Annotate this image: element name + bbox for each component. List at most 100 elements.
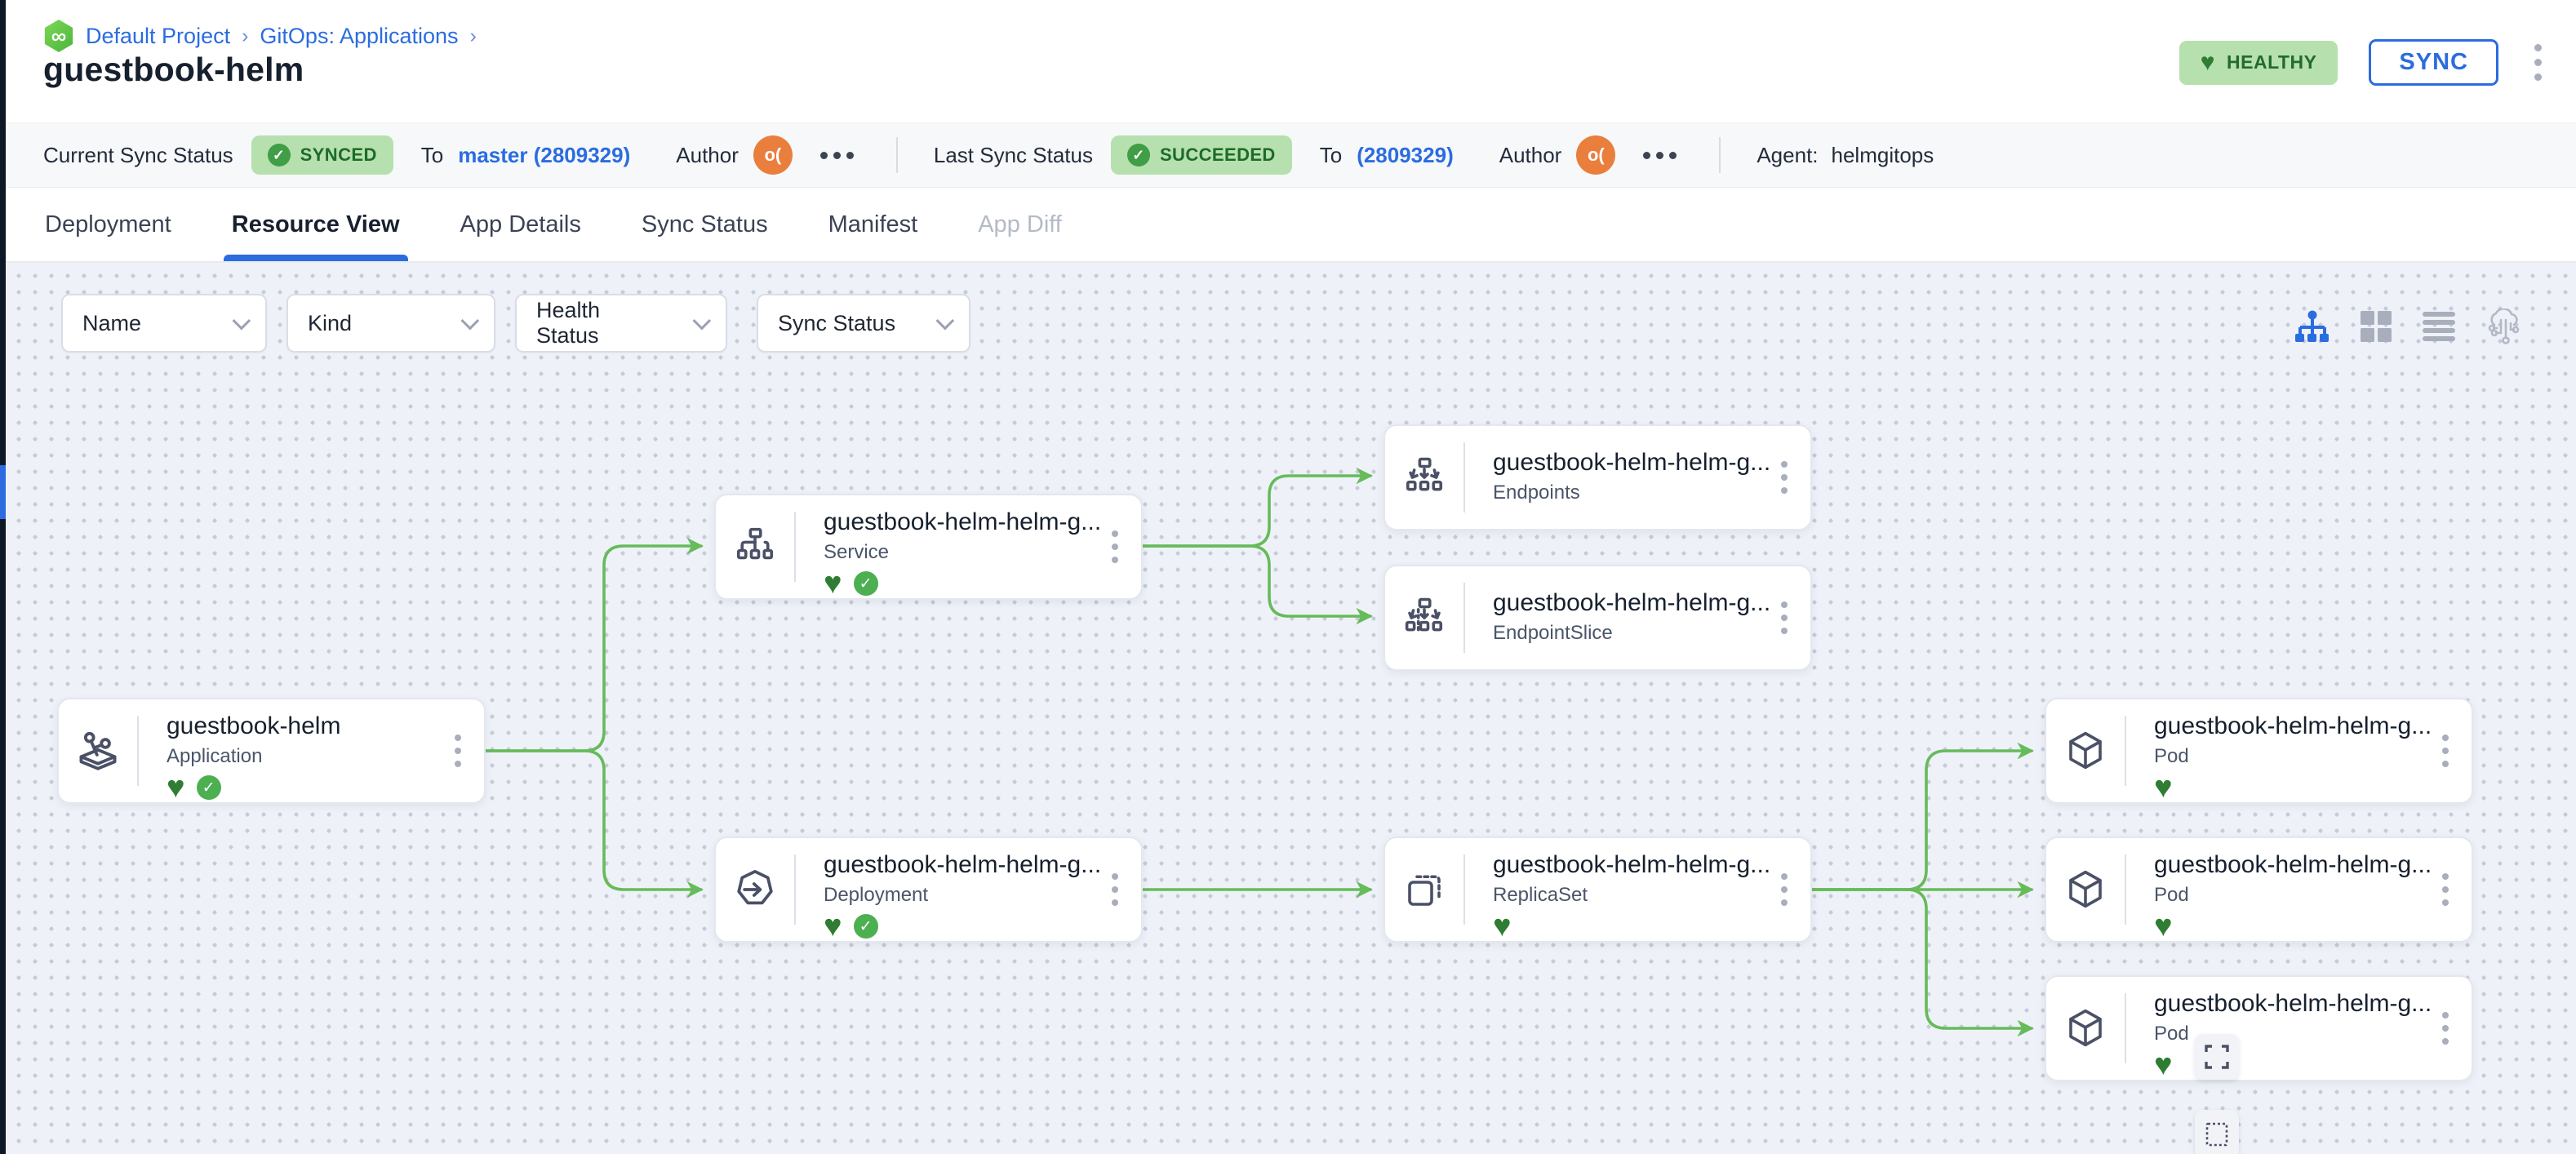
resource-graph-canvas[interactable]: Name Kind Health Status Sync Status xyxy=(6,263,2576,1154)
node-kind: Endpoints xyxy=(1493,482,1580,504)
deployment-icon xyxy=(737,869,773,905)
node-title: guestbook-helm-helm-g... xyxy=(1493,449,1771,476)
node-deployment[interactable]: guestbook-helm-helm-g... Deployment ♥ ✓ xyxy=(714,837,1143,943)
pod-icon xyxy=(2069,870,2102,908)
tab-deployment[interactable]: Deployment xyxy=(45,211,171,237)
node-pod[interactable]: guestbook-helm-helm-g... Pod ♥ xyxy=(2045,837,2473,943)
chevron-down-icon xyxy=(692,311,712,331)
last-revision-link[interactable]: (2809329) xyxy=(1357,142,1454,167)
status-bar: Current Sync Status ✓ SYNCED To master (… xyxy=(6,122,2576,188)
node-more-menu-icon[interactable] xyxy=(1776,597,1792,639)
sidebar-active-indicator xyxy=(0,465,6,519)
fit-view-button[interactable] xyxy=(2195,1034,2239,1080)
last-sync-status-label: Last Sync Status xyxy=(933,142,1093,167)
tab-sync-status[interactable]: Sync Status xyxy=(641,211,768,237)
author-avatar[interactable]: o( xyxy=(753,135,793,175)
author-label: Author xyxy=(676,142,739,167)
current-sync-status-label: Current Sync Status xyxy=(43,142,233,167)
graph-edges xyxy=(484,467,2034,1037)
heart-icon: ♥ xyxy=(2200,48,2216,76)
healthy-heart-icon: ♥ xyxy=(167,770,185,802)
network-view-icon[interactable] xyxy=(2486,308,2522,344)
node-more-menu-icon[interactable] xyxy=(2437,730,2454,772)
divider xyxy=(895,137,898,173)
healthy-heart-icon: ♥ xyxy=(2154,770,2173,802)
current-revision-link[interactable]: master (2809329) xyxy=(458,142,631,167)
filter-sync-status-dropdown[interactable]: Sync Status xyxy=(757,294,970,353)
endpoints-icon xyxy=(1406,457,1443,491)
node-service[interactable]: guestbook-helm-helm-g... Service ♥ ✓ xyxy=(714,494,1143,600)
node-title: guestbook-helm-helm-g... xyxy=(2154,851,2432,878)
healthy-heart-icon: ♥ xyxy=(2154,1048,2173,1080)
filter-health-status-dropdown[interactable]: Health Status xyxy=(515,294,727,353)
node-more-menu-icon[interactable] xyxy=(1107,526,1123,568)
check-icon: ✓ xyxy=(1126,144,1150,166)
healthy-heart-icon: ♥ xyxy=(824,909,842,941)
service-icon xyxy=(736,527,774,560)
chevron-down-icon xyxy=(935,311,955,331)
agent-value: helmgitops xyxy=(1831,142,1934,167)
node-kind: ReplicaSet xyxy=(1493,884,1588,906)
node-more-menu-icon[interactable] xyxy=(1776,868,1792,911)
selection-mode-button[interactable] xyxy=(2195,1110,2239,1154)
tree-view-icon[interactable] xyxy=(2295,310,2330,343)
author-avatar[interactable]: o( xyxy=(1576,135,1616,175)
breadcrumb-project[interactable]: Default Project xyxy=(86,23,231,48)
node-title: guestbook-helm-helm-g... xyxy=(1493,589,1771,616)
node-title: guestbook-helm-helm-g... xyxy=(1493,851,1771,878)
node-pod[interactable]: guestbook-helm-helm-g... Pod ♥ xyxy=(2045,975,2473,1081)
pod-icon xyxy=(2069,1009,2102,1047)
collapsed-sidebar[interactable] xyxy=(0,0,6,1154)
breadcrumb: ∞ Default Project › GitOps: Applications… xyxy=(43,20,477,52)
breadcrumb-separator: › xyxy=(242,24,249,47)
tab-resource-view[interactable]: Resource View xyxy=(223,188,408,261)
breadcrumb-applications[interactable]: GitOps: Applications xyxy=(260,23,459,48)
tab-manifest[interactable]: Manifest xyxy=(828,211,918,237)
tab-app-diff[interactable]: App Diff xyxy=(978,211,1062,237)
sync-button[interactable]: SYNC xyxy=(2369,39,2498,86)
list-view-icon[interactable] xyxy=(2423,312,2455,341)
node-title: guestbook-helm-helm-g... xyxy=(2154,990,2432,1017)
tab-app-details[interactable]: App Details xyxy=(460,211,581,237)
endpointslice-icon xyxy=(1405,597,1443,632)
succeeded-badge: ✓ SUCCEEDED xyxy=(1110,135,1292,175)
tab-bar: Deployment Resource View App Details Syn… xyxy=(6,188,2576,263)
pod-icon xyxy=(2069,731,2102,770)
agent-label: Agent: xyxy=(1757,142,1819,167)
node-kind: Service xyxy=(824,541,890,563)
author-label: Author xyxy=(1499,142,1562,167)
healthy-heart-icon: ♥ xyxy=(2154,909,2173,941)
node-title: guestbook-helm xyxy=(167,712,341,739)
app-header: ∞ Default Project › GitOps: Applications… xyxy=(6,0,2576,122)
node-more-menu-icon[interactable] xyxy=(450,730,466,772)
view-toggle-group xyxy=(2295,308,2522,344)
grid-view-icon[interactable] xyxy=(2361,311,2392,342)
node-pod[interactable]: guestbook-helm-helm-g... Pod ♥ xyxy=(2045,698,2473,804)
healthy-heart-icon: ♥ xyxy=(1493,909,1512,941)
chevron-down-icon xyxy=(232,311,251,331)
check-icon: ✓ xyxy=(267,144,291,166)
node-kind: Pod xyxy=(2154,884,2189,906)
commit-more-menu-icon[interactable] xyxy=(814,145,860,166)
codefresh-logo-icon: ∞ xyxy=(44,20,73,52)
node-more-menu-icon[interactable] xyxy=(2437,868,2454,911)
node-more-menu-icon[interactable] xyxy=(2437,1007,2454,1050)
node-more-menu-icon[interactable] xyxy=(1107,868,1123,911)
node-kind: Pod xyxy=(2154,745,2189,767)
node-application[interactable]: guestbook-helm Application ♥ ✓ xyxy=(57,698,486,804)
node-more-menu-icon[interactable] xyxy=(1776,456,1792,499)
node-title: guestbook-helm-helm-g... xyxy=(2154,712,2432,739)
node-endpoints[interactable]: guestbook-helm-helm-g... Endpoints xyxy=(1383,424,1812,530)
node-replicaset[interactable]: guestbook-helm-helm-g... ReplicaSet ♥ xyxy=(1383,837,1812,943)
healthy-heart-icon: ♥ xyxy=(824,566,842,598)
app-more-menu-icon[interactable] xyxy=(2529,39,2547,86)
node-endpointslice[interactable]: guestbook-helm-helm-g... EndpointSlice xyxy=(1383,565,1812,671)
node-title: guestbook-helm-helm-g... xyxy=(824,508,1102,535)
commit-more-menu-icon[interactable] xyxy=(1637,145,1683,166)
filter-kind-dropdown[interactable]: Kind xyxy=(286,294,495,353)
synced-check-icon: ✓ xyxy=(196,775,221,800)
to-label: To xyxy=(420,142,444,167)
replicaset-icon xyxy=(1408,875,1441,906)
chevron-down-icon xyxy=(460,311,480,331)
filter-name-dropdown[interactable]: Name xyxy=(61,294,267,353)
